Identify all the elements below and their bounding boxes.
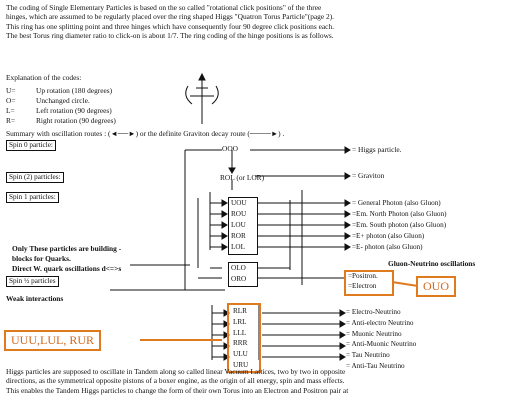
hinge-illustration-icon [185,72,219,124]
spin-1-code: UOU [231,199,247,207]
spin-half-label: Spin ½ particles [6,276,59,287]
weak-interactions-label: Weak interactions [6,294,64,303]
particle-name: = Muonic Neutrino [346,329,402,338]
code-item: L=Left rotation (90 degrees) [6,106,112,115]
spin-1-code: LOU [231,221,246,229]
footer-line: Higgs particles are supposed to oscillat… [6,367,346,376]
code-item: O=Unchanged circle. [6,96,90,105]
code-ooo: OOO [222,144,239,153]
building-blocks-line: Only These particles are building - [12,244,122,253]
higgs-label: = Higgs particle. [352,145,402,154]
codes-heading: Explanation of the codes: [6,73,82,82]
spin-0-label: Spin 0 particle: [6,140,56,151]
weak-code: URU [233,360,249,369]
particle-name: =E+ photon (also Gluon) [352,232,425,240]
spin-1-code: ROU [231,210,247,218]
intro-line: The coding of Single Elementary Particle… [6,3,322,12]
particle-name: =Positron. [348,272,378,280]
footer-paragraph: Higgs particles are supposed to oscillat… [6,367,506,395]
intro-paragraph: The coding of Single Elementary Particle… [6,3,506,40]
weak-code: LLL [233,328,247,337]
particle-name: = Electro-Neutrino [346,308,401,316]
weak-code: LRL [233,317,247,326]
weak-codes-frame [227,303,261,373]
particle-name: =Em. North Photon (also Gluon) [352,210,447,218]
footer-line: directions, as the symmetrical opposite … [6,376,345,386]
ouo-annotation: OUO [416,276,456,297]
gluon-neutrino-label: Gluon-Neutrino oscillations [388,259,476,268]
code-item: R=Right rotation (90 degrees) [6,116,116,125]
building-blocks-line: Direct W. quark oscillations d<=>s [12,264,122,273]
spin-1-label: Spin 1 particles: [6,192,59,203]
spin-half-code: ORO [231,275,247,283]
weak-code: RLR [233,307,247,315]
spin-half-code: OLO [231,264,246,272]
spin-half-names-frame [344,270,394,296]
intro-line: This ring has one splitting point and th… [6,21,334,31]
code-item: U=Up rotation (180 degrees) [6,86,113,95]
neutrino-names: = Electro-Neutrino = Anti-electro Neutri… [346,307,416,372]
particle-name: = Tau Neutrino [346,351,390,360]
particle-name: =E- photon (also Gluon) [352,243,423,251]
uuu-annotation: UUU,LUL, RUR [4,330,101,351]
weak-codes-list: RLR LRL LLL RRR ULU URU [233,306,248,371]
weak-code: ULU [233,350,248,359]
weak-code: RRR [233,339,248,348]
spin-half-codes-box: OLO ORO [228,262,258,287]
particle-name: = Anti-electro Neutrino [346,318,414,327]
spin-1-code: ROR [231,232,246,240]
particle-name: =Electron [348,282,377,290]
footer-line: This enables the Tandem Higgs particles … [6,385,349,395]
particle-name: = Anti-Tau Neutrino [346,361,405,370]
spin-2-label: Spin (2) particles: [6,172,64,183]
code-rol: ROL (or LOR) [220,173,265,182]
spin-1-names: = General Photon (also Gluon) =Em. North… [352,198,447,253]
particle-name: =Em. South photon (also Gluon) [352,221,447,229]
building-blocks-line: blocks for Quarks. [12,254,71,263]
intro-line: The best Torus ring diameter ratio to cl… [6,30,334,40]
spin-half-names: =Positron. =Electron [348,271,378,291]
summary-line: Summary with oscillation routes : (◄──►)… [6,129,285,138]
graviton-label: = Graviton [352,171,385,180]
particle-name: = General Photon (also Gluon) [352,199,441,207]
particle-name: = Anti-Muonic Neutrino [346,340,417,349]
intro-line: hinges, which are assumed to be regularl… [6,12,335,22]
spin-1-codes-box: UOU ROU LOU ROR LOL [228,197,258,255]
spin-1-code: LOL [231,243,245,251]
